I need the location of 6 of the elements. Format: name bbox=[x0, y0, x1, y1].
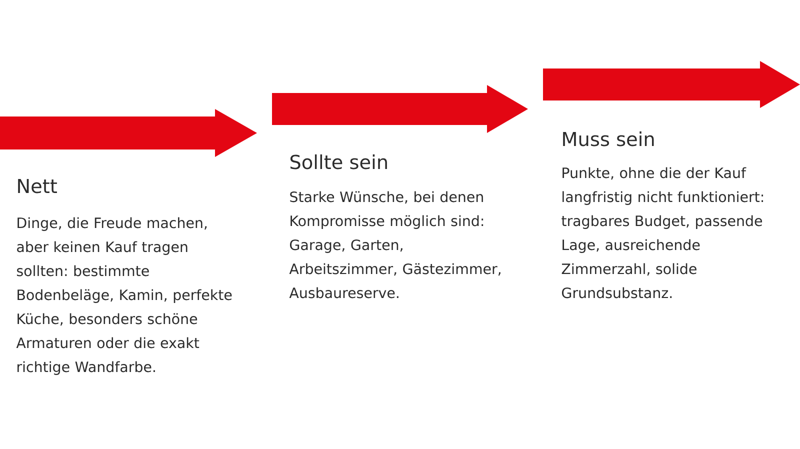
body-text: Starke Wünsche, bei denen Kompromisse möglich sind: Garage, Garten, Arbeitszimmer, Gästezimmer, Ausbaureserve. bbox=[289, 191, 500, 298]
body-text: Dinge, die Freude machen, aber keinen Kauf tragen sollten: bestimmte Bodenbeläge, Kamin, perfekte Küche, besonders schöne Armaturen oder die exakt richtige Wandfarbe. bbox=[16, 217, 232, 375]
heading: Nett bbox=[18, 179, 57, 194]
body-text: Punkte, ohne die der Kauf langfristig nicht funktioniert: tragbares Budget, passende Lage, ausreichende Zimmerzahl, solide Grundsubstanz. bbox=[562, 167, 763, 298]
heading: Sollte sein bbox=[290, 154, 387, 170]
heading: Muss sein bbox=[563, 131, 654, 146]
